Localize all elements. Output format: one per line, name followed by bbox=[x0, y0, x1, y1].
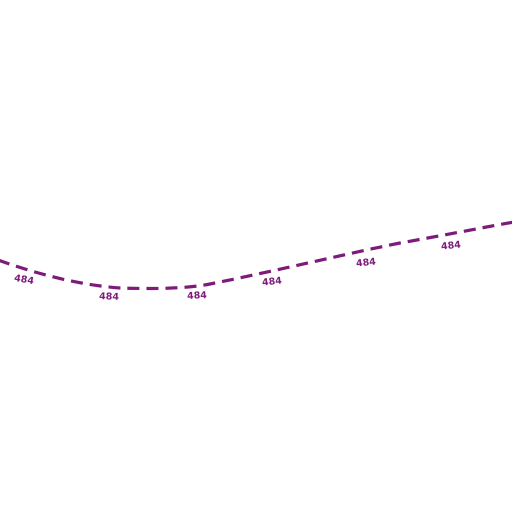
road-label: 484 bbox=[441, 239, 462, 252]
road-label: 484 bbox=[13, 273, 35, 287]
road-label: 484 bbox=[187, 290, 208, 302]
road-484-line bbox=[0, 220, 512, 291]
road-label: 484 bbox=[356, 256, 377, 269]
road-label: 484 bbox=[262, 275, 283, 288]
road-label: 484 bbox=[99, 291, 120, 303]
